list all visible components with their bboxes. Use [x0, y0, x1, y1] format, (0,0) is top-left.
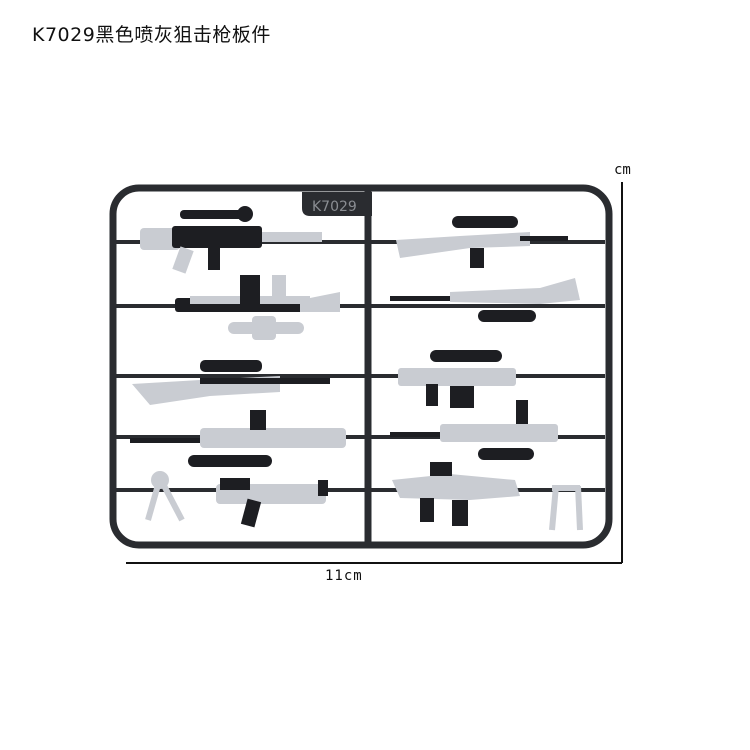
bullpup-sniper-part	[390, 278, 580, 322]
hunting-rifle-part	[132, 360, 330, 405]
battle-rifle-part	[175, 275, 340, 340]
bolt-action-sniper-part	[396, 216, 568, 268]
width-dimension-label: 11cm	[325, 568, 363, 584]
small-bipod-part	[549, 485, 583, 531]
product-title: K7029黑色喷灰狙击枪板件	[32, 24, 271, 46]
scoped-assault-rifle-part	[140, 206, 322, 274]
sprue-code-tag: K7029	[302, 192, 372, 216]
bullpup-assault-rifle-part	[392, 462, 520, 526]
compact-carbine-part	[216, 478, 328, 528]
sprue-code-text: K7029	[312, 199, 357, 215]
light-grey-rifle-part	[130, 410, 346, 467]
designated-marksman-rifle-part	[390, 400, 558, 460]
height-dimension-label: cm	[614, 162, 631, 178]
bipod-part	[145, 471, 185, 522]
precision-rifle-part	[398, 350, 516, 408]
